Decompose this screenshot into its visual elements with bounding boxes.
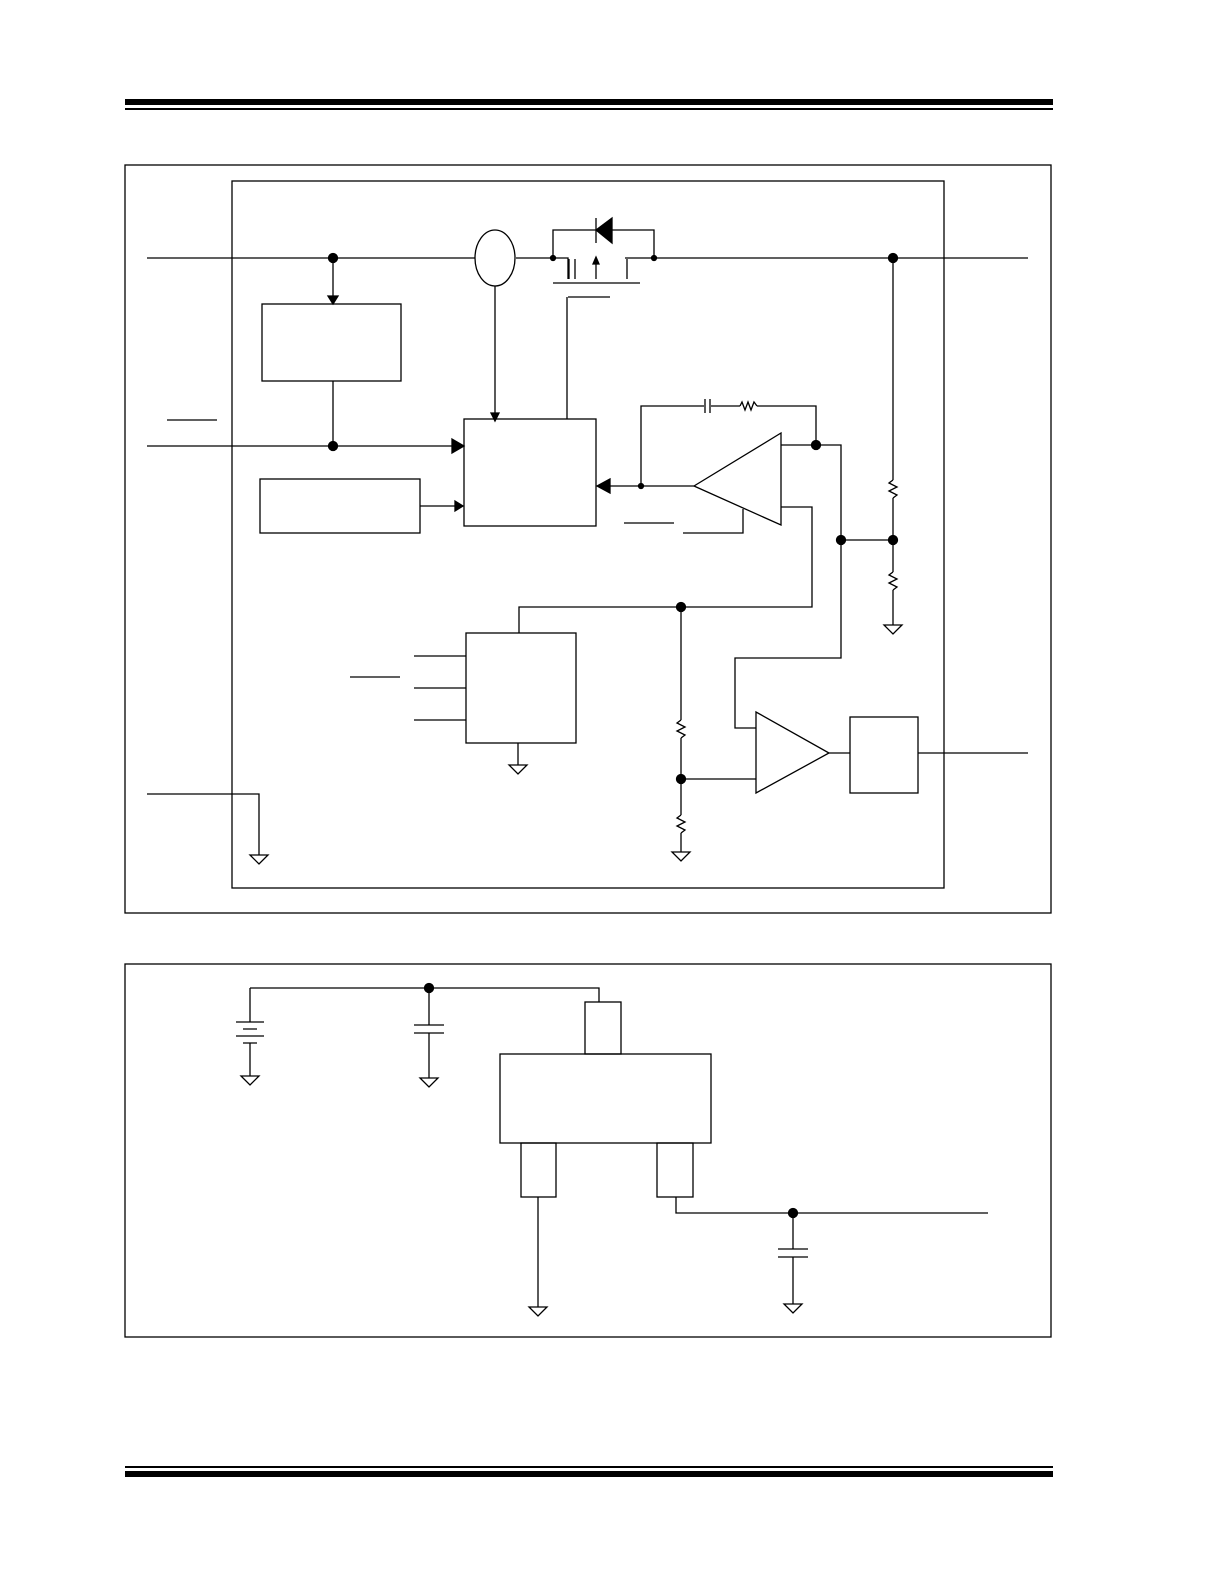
ground-icon	[882, 624, 904, 635]
capacitor-icon	[704, 399, 711, 413]
wire	[683, 509, 744, 534]
arrow-head	[451, 437, 466, 455]
regulator-package-body	[499, 1053, 712, 1144]
block-diagram-figure	[124, 164, 1052, 914]
figure-1-frame	[124, 164, 1052, 914]
block-lower-left	[259, 478, 421, 534]
current-sense-element	[474, 229, 516, 287]
package-pin-right	[656, 1142, 694, 1198]
arrow-head	[595, 477, 611, 495]
ground-icon	[527, 1306, 549, 1317]
wire	[734, 540, 842, 729]
block-upper-left	[261, 303, 402, 382]
package-tab-top	[584, 1001, 622, 1055]
wire	[414, 655, 466, 721]
resistor-icon	[887, 571, 899, 591]
error-amplifier	[692, 431, 782, 527]
figure-2-frame	[124, 963, 1052, 1338]
ground-icon	[670, 851, 692, 862]
wire	[518, 506, 813, 633]
supply-rail-wire	[250, 987, 600, 1002]
arrow-head	[454, 499, 465, 513]
resistor-icon	[739, 400, 758, 412]
resistor-icon	[675, 719, 687, 739]
output-delay-block	[849, 716, 919, 794]
ground-icon	[248, 854, 270, 865]
ground-icon	[239, 1075, 261, 1086]
typical-application-figure	[124, 963, 1052, 1338]
resistor-icon	[887, 479, 899, 499]
package-pin-left	[520, 1142, 557, 1198]
header-rule-thin	[125, 108, 1053, 110]
capacitor-icon	[778, 1248, 808, 1258]
header-rule-thick	[125, 99, 1053, 105]
body-diode-icon	[594, 216, 613, 245]
junction-dot	[810, 439, 822, 451]
wire	[781, 444, 893, 541]
resistor-icon	[675, 814, 687, 834]
control-logic-block	[463, 418, 597, 527]
junction-dot	[327, 440, 339, 452]
arrow-head	[326, 295, 340, 306]
footer-rule-thin	[125, 1466, 1053, 1468]
capacitor-icon	[414, 1024, 444, 1034]
ic-boundary	[231, 180, 945, 889]
output-wire	[675, 1197, 988, 1214]
ground-icon	[507, 764, 529, 775]
reference-block	[465, 632, 577, 744]
ground-pin-wire	[147, 793, 260, 855]
ground-icon	[418, 1077, 440, 1088]
wire	[640, 405, 817, 486]
comparator	[755, 710, 831, 795]
footer-rule-thick	[125, 1471, 1053, 1477]
ground-icon	[782, 1303, 804, 1314]
pass-mosfet-symbol	[549, 216, 658, 419]
arrow-head	[489, 412, 501, 423]
battery-icon	[236, 1021, 264, 1044]
